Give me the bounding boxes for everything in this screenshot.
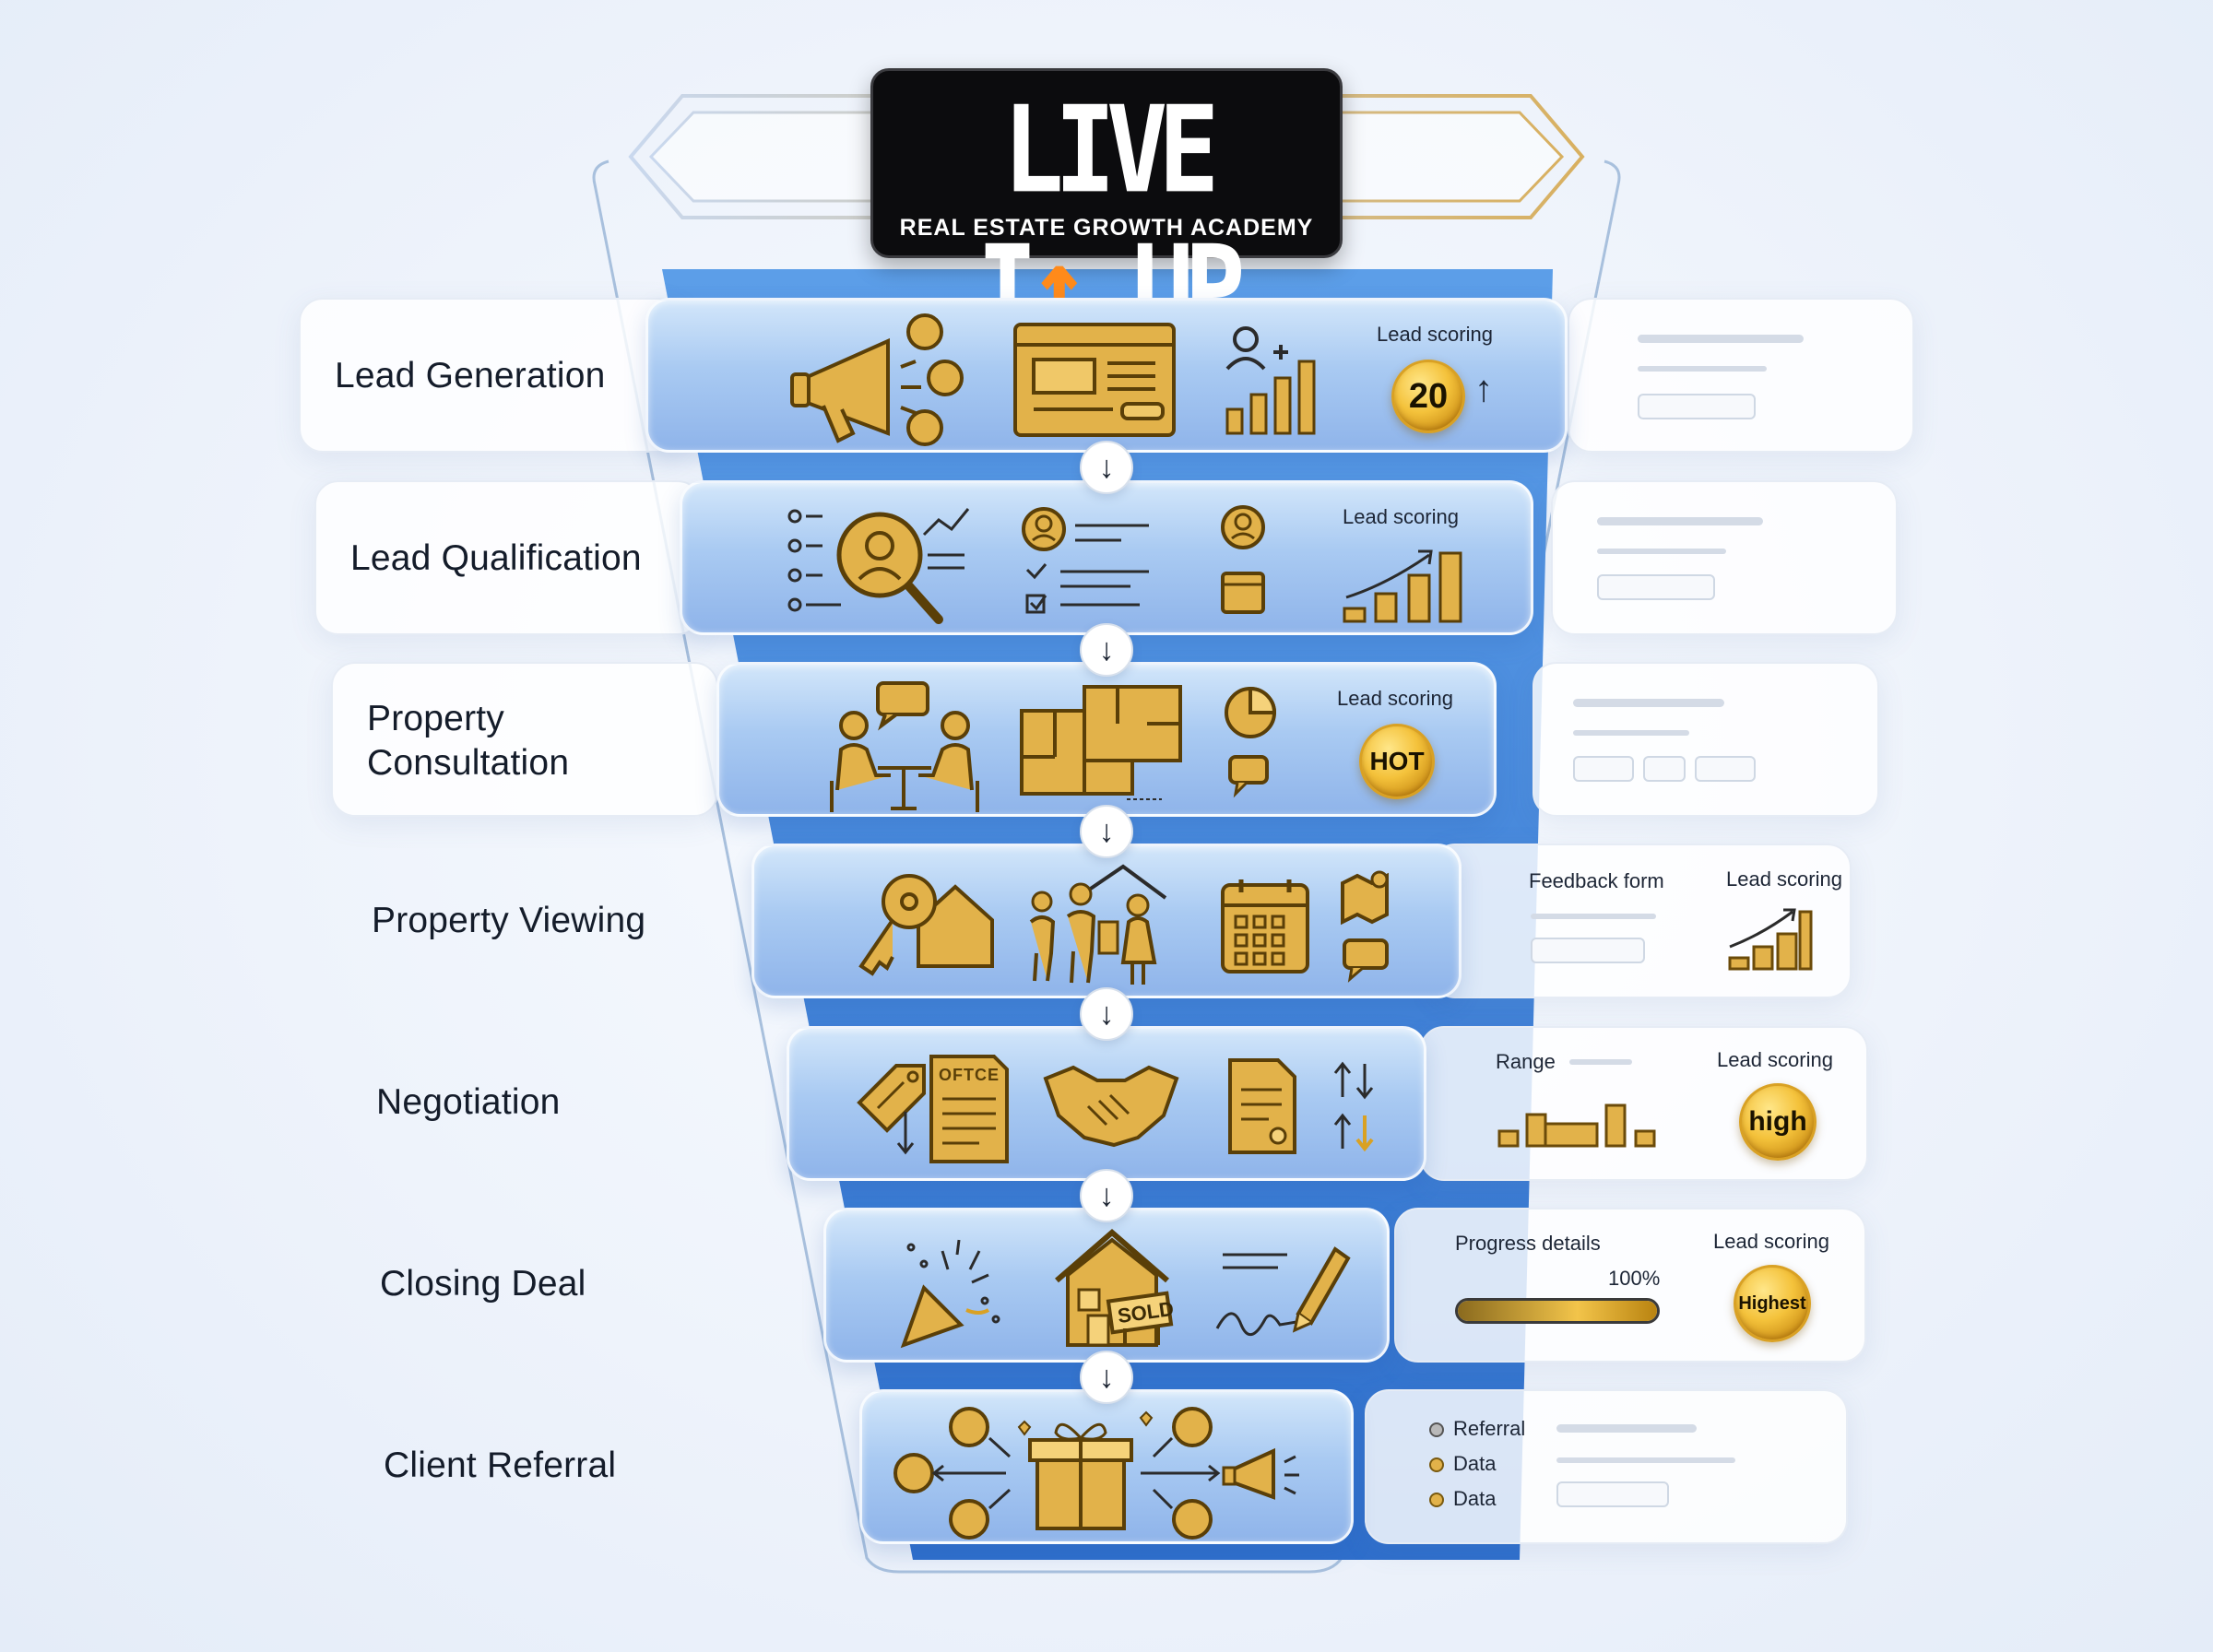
arrow-down-icon-3: ↓ bbox=[1080, 805, 1133, 858]
progress-bar-fill bbox=[1458, 1301, 1657, 1321]
family-house-icon bbox=[1029, 864, 1167, 985]
lead-scoring-label: Lead scoring bbox=[1713, 1230, 1829, 1253]
profile-calendar-icon bbox=[1221, 505, 1265, 614]
legend-dot-data-2 bbox=[1429, 1493, 1444, 1507]
user-growth-icon bbox=[1225, 326, 1316, 435]
map-chat-icon bbox=[1341, 870, 1389, 983]
range-label: Range bbox=[1496, 1050, 1556, 1073]
feedback-form-field[interactable] bbox=[1531, 938, 1645, 963]
brand-logo: LIVE I↑ UP REAL ESTATE GROWTH ACADEMY bbox=[870, 68, 1343, 359]
stage-band-negotiation: OFTCE bbox=[787, 1026, 1426, 1181]
legend-label-data-1: Data bbox=[1453, 1452, 1497, 1475]
stage-label-property-consultation: Property Consultation bbox=[367, 699, 570, 783]
detail-card-3 bbox=[1533, 662, 1879, 817]
lead-score-hot-badge: HOT bbox=[1359, 724, 1435, 799]
arrow-down-icon-4: ↓ bbox=[1080, 987, 1133, 1041]
progress-details-label: Progress details bbox=[1455, 1232, 1601, 1255]
stage-band-lead-qualification: Lead scoring bbox=[680, 480, 1533, 635]
lead-scoring-label: Lead scoring bbox=[1726, 867, 1842, 891]
score-growth-chart-icon bbox=[1343, 549, 1462, 623]
stage-band-property-consultation: Lead scoring HOT bbox=[716, 662, 1497, 817]
stage-label-negotiation: Negotiation bbox=[376, 1082, 561, 1122]
meeting-chat-icon bbox=[830, 681, 979, 812]
stage-card-property-consultation bbox=[331, 662, 718, 817]
stage-label-lead-qualification: Lead Qualification bbox=[350, 538, 642, 578]
legend-dot-data-1 bbox=[1429, 1457, 1444, 1472]
house-keys-icon bbox=[858, 874, 994, 976]
stage-band-lead-generation: Lead scoring 20 ↑ bbox=[645, 298, 1568, 453]
lead-scoring-label: Lead scoring bbox=[1377, 323, 1493, 346]
legend-label-data-2: Data bbox=[1453, 1487, 1497, 1510]
lead-score-high-badge: high bbox=[1739, 1083, 1817, 1161]
offer-document-label: OFTCE bbox=[939, 1066, 1000, 1084]
handshake-icon bbox=[1043, 1065, 1179, 1148]
stage-label-closing-deal: Closing Deal bbox=[380, 1264, 586, 1304]
arrow-down-icon-6: ↓ bbox=[1080, 1351, 1133, 1404]
lead-scoring-label: Lead scoring bbox=[1717, 1048, 1833, 1071]
arrow-down-icon-5: ↓ bbox=[1080, 1169, 1133, 1222]
detail-card-2 bbox=[1551, 480, 1898, 635]
legend-label-referral: Referral bbox=[1453, 1417, 1526, 1440]
score-up-arrow-icon: ↑ bbox=[1474, 369, 1493, 409]
logo-tagline: REAL ESTATE GROWTH ACADEMY bbox=[899, 215, 1314, 241]
detail-card-negotiation: Range Lead scoring high bbox=[1420, 1026, 1868, 1181]
feedback-form-label: Feedback form bbox=[1529, 869, 1664, 892]
contract-icon bbox=[1228, 1058, 1296, 1154]
lead-score-highest-badge: Highest bbox=[1734, 1265, 1811, 1342]
pie-chart-chat-icon bbox=[1225, 686, 1277, 798]
progress-value: 100% bbox=[1608, 1267, 1661, 1290]
stage-card-lead-qualification bbox=[314, 480, 702, 635]
lead-scoring-label: Lead scoring bbox=[1343, 505, 1459, 528]
stage-label-client-referral: Client Referral bbox=[384, 1446, 617, 1485]
referral-network-icon bbox=[893, 1407, 1299, 1540]
arrow-down-icon-2: ↓ bbox=[1080, 623, 1133, 677]
detail-card-client-referral: Referral Data Data bbox=[1365, 1389, 1848, 1544]
progress-bar bbox=[1455, 1298, 1660, 1324]
checklist-profile-icon bbox=[1022, 507, 1149, 614]
stage-band-client-referral bbox=[859, 1389, 1354, 1544]
detail-card-closing-deal: Progress details 100% Lead scoring Highe… bbox=[1394, 1208, 1866, 1363]
floor-plan-icon bbox=[1020, 685, 1182, 800]
lead-score-20-badge: 20 bbox=[1391, 360, 1465, 433]
sold-house-icon bbox=[1055, 1229, 1174, 1347]
signature-pen-icon bbox=[1215, 1246, 1351, 1336]
lead-scoring-label: Lead scoring bbox=[1337, 687, 1453, 710]
party-popper-icon bbox=[900, 1239, 1000, 1349]
stage-label-property-viewing: Property Viewing bbox=[372, 901, 646, 940]
range-bars-icon bbox=[1497, 1103, 1656, 1148]
detail-card-property-viewing: Feedback form Lead scoring bbox=[1431, 844, 1852, 998]
website-icon bbox=[1013, 323, 1176, 437]
search-candidate-icon bbox=[787, 508, 970, 624]
stage-band-property-viewing bbox=[751, 844, 1462, 998]
stage-band-closing-deal: SOLD bbox=[823, 1208, 1390, 1363]
growth-chart-icon bbox=[1728, 908, 1813, 971]
arrow-down-icon-1: ↓ bbox=[1080, 441, 1133, 494]
price-tag-offer-icon bbox=[857, 1055, 1009, 1163]
calendar-icon bbox=[1221, 879, 1309, 974]
stage-label-lead-generation: Lead Generation bbox=[335, 356, 606, 395]
megaphone-social-icon bbox=[790, 313, 964, 446]
swap-arrows-icon bbox=[1333, 1061, 1374, 1152]
legend-dot-referral bbox=[1429, 1422, 1444, 1437]
detail-card-1 bbox=[1568, 298, 1914, 453]
